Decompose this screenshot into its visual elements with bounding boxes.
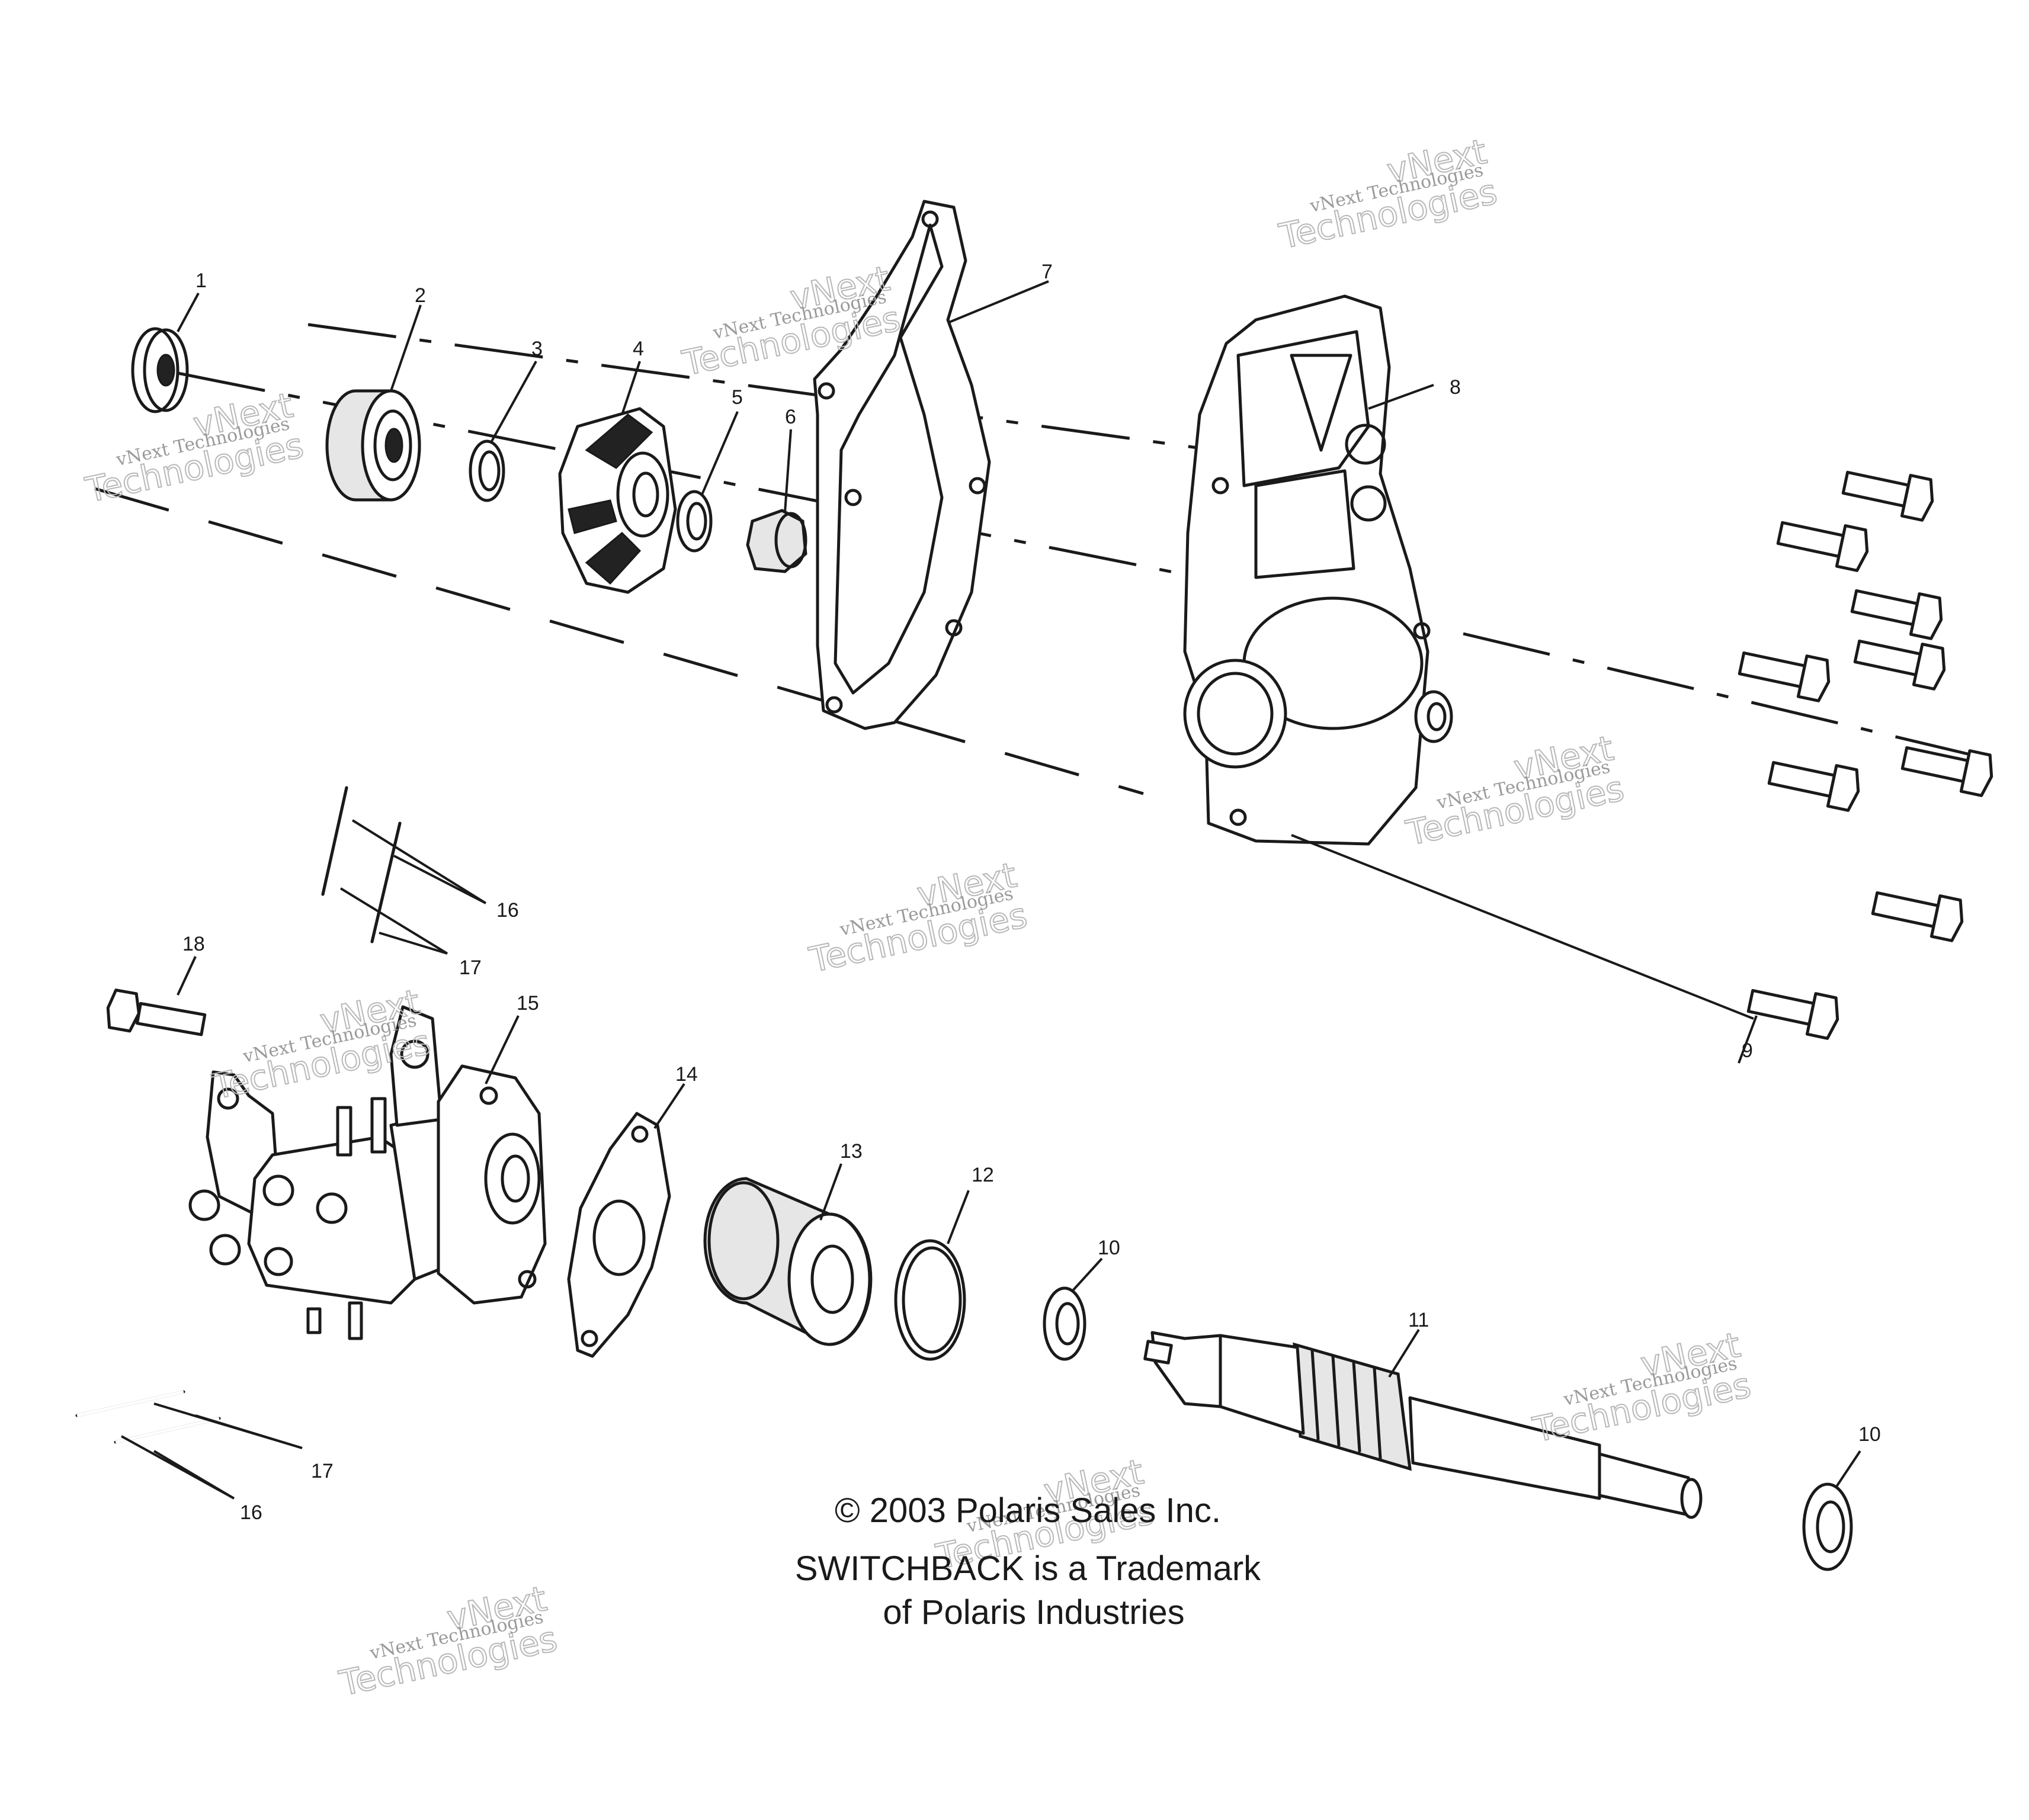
callout-14: 14 [675,1063,698,1086]
callout-11: 11 [1408,1309,1429,1331]
watermark-9: vNext Technologies vNext Technologies [1529,1324,1755,1450]
watermark-7: vNext Technologies vNext Technologies [335,1578,562,1705]
part-10-washer-b [1802,1482,1853,1571]
callout-15: 15 [517,992,539,1015]
part-15-oil-pump [188,1005,547,1340]
callout-numbers: 1 2 3 4 5 6 7 8 9 10 10 11 12 13 14 15 1… [182,261,1881,1524]
parts-16-17-pins-upper [321,786,402,943]
part-9-bolts [1738,470,1993,1040]
bolt-9 [1746,988,1839,1040]
callout-8: 8 [1450,376,1461,399]
copyright-line-1: © 2003 Polaris Sales Inc. [835,1491,1221,1530]
parts-16-17-pins-lower [75,1390,221,1444]
bolt-5 [1738,651,1831,702]
callout-2: 2 [415,284,426,307]
callout-13: 13 [840,1140,863,1163]
callout-1: 1 [195,269,207,292]
watermark-5: vNext Technologies vNext Technologies [805,854,1031,981]
callout-9: 9 [1742,1039,1753,1062]
bolt-4 [1853,639,1946,691]
callout-10b: 10 [1858,1423,1881,1446]
part-6-nut [746,509,807,573]
part-7-gasket [813,200,991,730]
bolt-1 [1841,470,1934,522]
bolt-6 [1900,746,1993,797]
copyright-line-2: SWITCHBACK is a Trademark [795,1549,1261,1588]
bolt-3 [1850,589,1943,640]
bolt-2 [1776,521,1869,572]
callout-17a: 17 [459,956,482,979]
part-8-pump-cover [1183,294,1453,846]
callout-16b: 16 [240,1501,262,1524]
callout-12: 12 [972,1164,994,1186]
callout-6: 6 [785,406,796,428]
callout-10a: 10 [1098,1237,1120,1259]
part-2-bearing [325,389,421,502]
part-18-bolt [106,988,207,1036]
part-5-washer [676,490,713,553]
part-11-shaft [1143,1331,1703,1519]
callout-16a: 16 [496,899,519,922]
part-12-o-ring [894,1239,966,1361]
bolt-8 [1871,891,1964,942]
part-13-cup [703,1177,873,1346]
callout-18: 18 [182,933,205,955]
callout-4: 4 [633,338,644,360]
callout-7: 7 [1041,261,1053,283]
part-1-seal [131,327,189,413]
callout-3: 3 [531,338,543,360]
watermark-6: vNext Technologies vNext Technologies [1402,727,1628,854]
copyright-notice: © 2003 Polaris Sales Inc. SWITCHBACK is … [795,1491,1261,1632]
copyright-line-3: of Polaris Industries [883,1593,1184,1632]
part-4-impeller [558,407,677,594]
part-10-washer-a [1043,1286,1086,1361]
watermark-1: vNext Technologies vNext Technologies [81,384,307,511]
bolt-7 [1767,760,1860,812]
callout-5: 5 [732,386,743,409]
watermark-3: vNext Technologies vNext Technologies [1275,130,1501,257]
part-14-gasket [567,1112,671,1358]
callout-17b: 17 [311,1460,334,1482]
leader-lines [121,280,1861,1500]
part-3-washer [469,439,505,502]
